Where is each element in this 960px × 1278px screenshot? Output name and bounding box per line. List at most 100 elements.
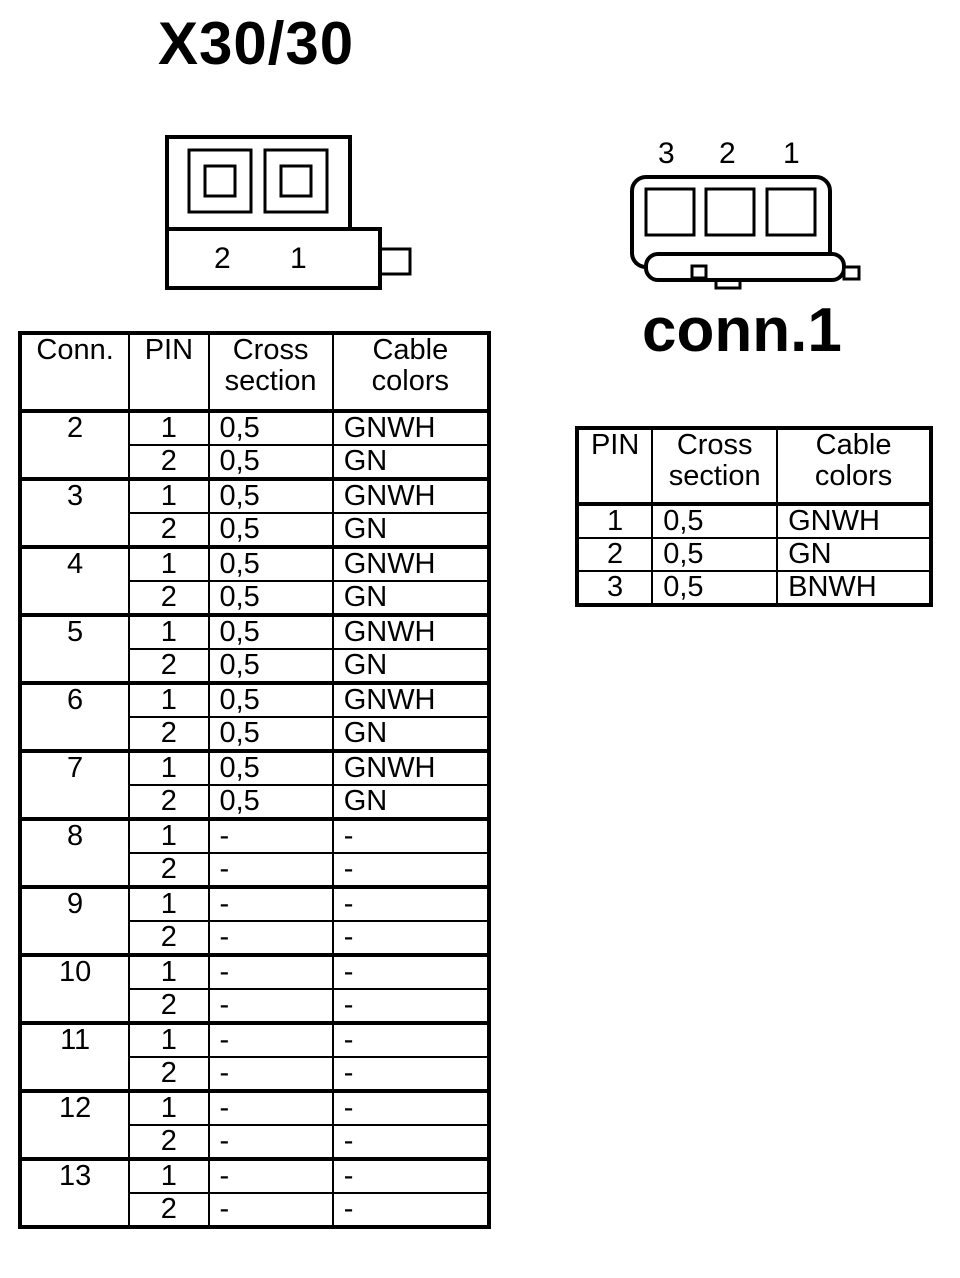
x30-pin-label: 2 (214, 242, 231, 275)
pin-cell: 1 (128, 682, 210, 718)
cross-section-cell: 0,5 (207, 750, 334, 786)
conn-number-cell: 4 (18, 546, 131, 616)
cable-color-cell: BNWH (776, 570, 932, 606)
header-cable-colors: Cable colors (331, 332, 491, 412)
conn1-connector-title: conn.1 (642, 296, 842, 365)
pin-cell: 2 (128, 444, 210, 480)
cable-color-cell: - (331, 1056, 491, 1092)
x30-connector-base (165, 227, 382, 290)
table-row: 2-- (20, 988, 491, 1024)
cross-section-cell: - (207, 954, 334, 990)
pin-cell: 2 (128, 784, 210, 820)
pin-cell: 1 (128, 1022, 210, 1058)
cross-section-cell: - (207, 818, 334, 854)
cross-section-cell: 0,5 (207, 614, 334, 650)
table-row: 2-- (20, 920, 491, 956)
cross-section-cell: 0,5 (651, 537, 779, 572)
cross-section-cell: 0,5 (207, 682, 334, 718)
cross-section-cell: 0,5 (207, 648, 334, 684)
conn-number-cell: 5 (18, 614, 131, 684)
cross-section-cell: - (207, 1056, 334, 1092)
pin-cell: 1 (128, 614, 210, 650)
table-row: 2-- (20, 1192, 491, 1228)
pin-cell: 2 (128, 648, 210, 684)
cable-color-cell: GNWH (331, 614, 491, 650)
pin-cell: 2 (128, 716, 210, 752)
x30-pin-slot-inner (203, 164, 237, 198)
conn-number-cell: 9 (18, 886, 131, 956)
cross-section-cell: - (207, 1158, 334, 1194)
connector-drawings: 2 1 3 2 1 (165, 135, 861, 290)
x30-pin-slot (187, 148, 253, 214)
cable-color-cell: - (331, 886, 491, 922)
conn1-connector-tab (842, 265, 861, 281)
table-row: 2-- (20, 1124, 491, 1160)
pin-cell: 2 (128, 512, 210, 548)
conn-number-cell: 6 (18, 682, 131, 752)
cable-color-cell: - (331, 1022, 491, 1058)
pin-cell: 3 (575, 570, 654, 606)
pin-cell: 1 (128, 1090, 210, 1126)
cross-section-cell: 0,5 (207, 784, 334, 820)
cable-color-cell: GNWH (331, 750, 491, 786)
conn1-pin-slot (704, 187, 756, 237)
conn-number-cell: 10 (18, 954, 131, 1024)
conn-number-cell: 12 (18, 1090, 131, 1160)
pin-cell: 1 (128, 750, 210, 786)
pin-cell: 1 (128, 410, 210, 446)
x30-connector-latch (378, 247, 412, 276)
cable-color-cell: - (331, 852, 491, 888)
conn-number-cell: 7 (18, 750, 131, 820)
cable-color-cell: GNWH (776, 503, 932, 539)
table-row: 2-- (20, 852, 491, 888)
cross-section-cell: - (207, 1090, 334, 1126)
table-header-row: Conn. PIN Cross section Cable colors (18, 332, 491, 412)
cable-color-cell: - (331, 1158, 491, 1194)
cable-color-cell: - (331, 818, 491, 854)
conn1-pin-label: 3 (658, 137, 675, 170)
table-row: 2-- (20, 1056, 491, 1092)
cable-color-cell: - (331, 988, 491, 1024)
conn-number-cell: 8 (18, 818, 131, 888)
conn-number-cell: 11 (18, 1022, 131, 1092)
pin-cell: 1 (128, 818, 210, 854)
conn1-connector-rail (644, 252, 846, 282)
cross-section-cell: - (207, 1192, 334, 1228)
pin-cell: 2 (128, 1056, 210, 1092)
header-pin: PIN (128, 332, 210, 412)
x30-connector-title: X30/30 (158, 10, 355, 77)
cable-color-cell: GN (776, 537, 932, 572)
cable-color-cell: - (331, 1090, 491, 1126)
cross-section-cell: - (207, 886, 334, 922)
conn1-pin-slot (765, 187, 817, 237)
cable-color-cell: GNWH (331, 546, 491, 582)
cross-section-cell: 0,5 (207, 410, 334, 446)
conn1-pin-label: 1 (783, 137, 800, 170)
conn1-pin-slot (644, 187, 696, 237)
cable-color-cell: GN (331, 580, 491, 616)
cable-color-cell: GN (331, 444, 491, 480)
pin-cell: 1 (575, 503, 654, 539)
cable-color-cell: - (331, 954, 491, 990)
conn1-pin-label: 2 (719, 137, 736, 170)
header-cross-section: Cross section (207, 332, 334, 412)
